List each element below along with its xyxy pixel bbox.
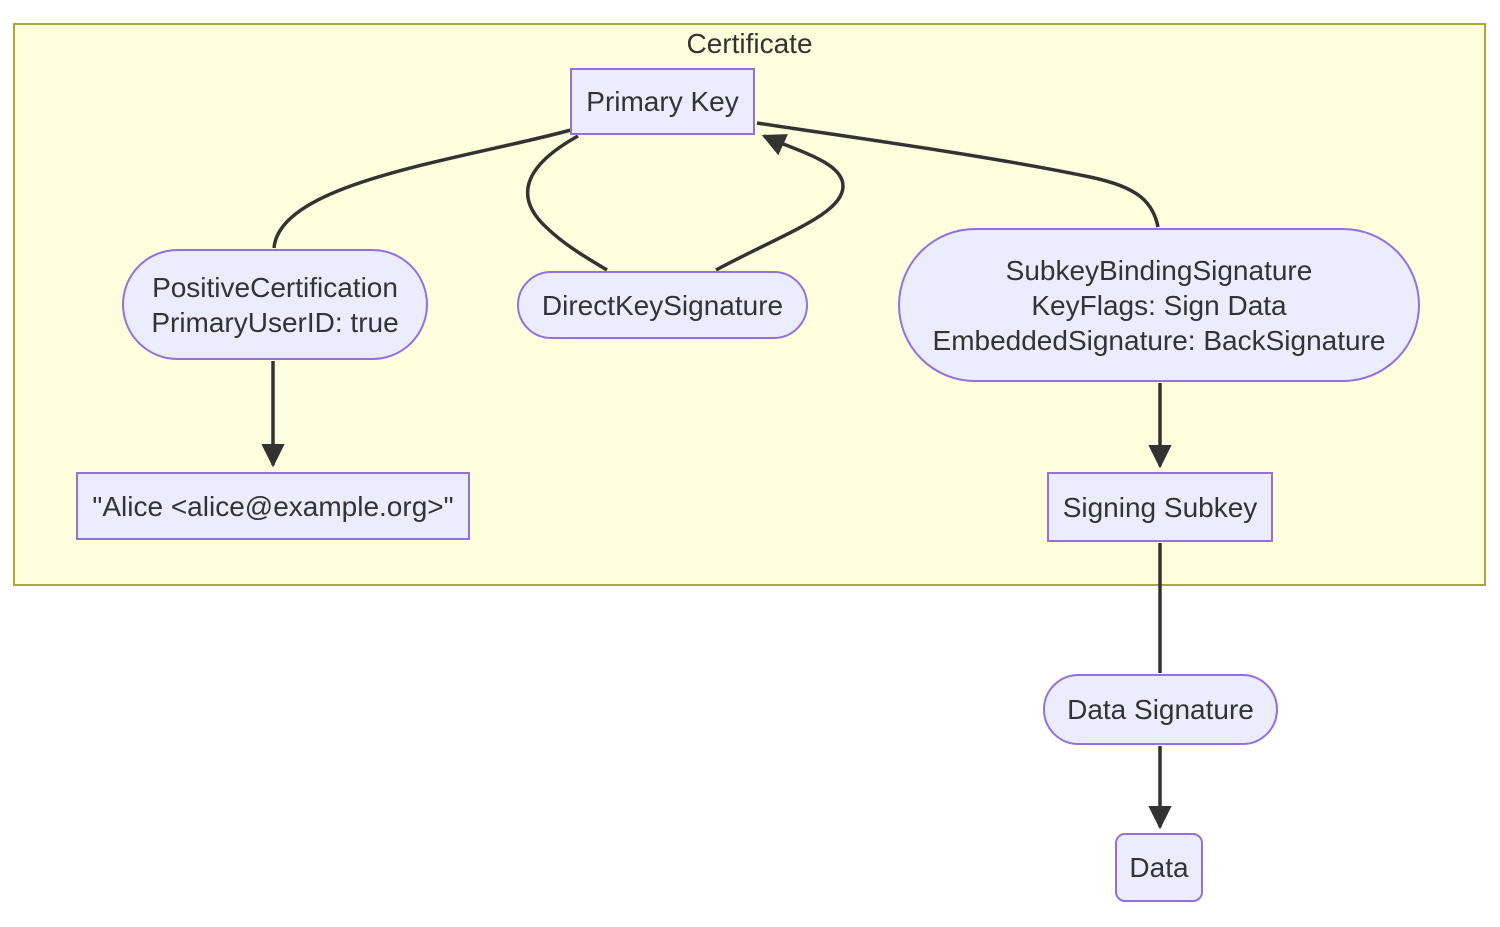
node-primary-key: Primary Key (570, 68, 755, 135)
node-positive-certification: PositiveCertification PrimaryUserID: tru… (122, 249, 428, 360)
node-data-signature: Data Signature (1043, 674, 1278, 745)
node-user-id: "Alice <alice@example.org>" (76, 472, 470, 540)
node-subkey-binding-signature: SubkeyBindingSignature KeyFlags: Sign Da… (898, 228, 1420, 382)
node-data: Data (1115, 833, 1203, 902)
node-signing-subkey: Signing Subkey (1047, 472, 1273, 542)
node-direct-key-signature: DirectKeySignature (517, 271, 808, 339)
cluster-title: Certificate (686, 28, 813, 59)
